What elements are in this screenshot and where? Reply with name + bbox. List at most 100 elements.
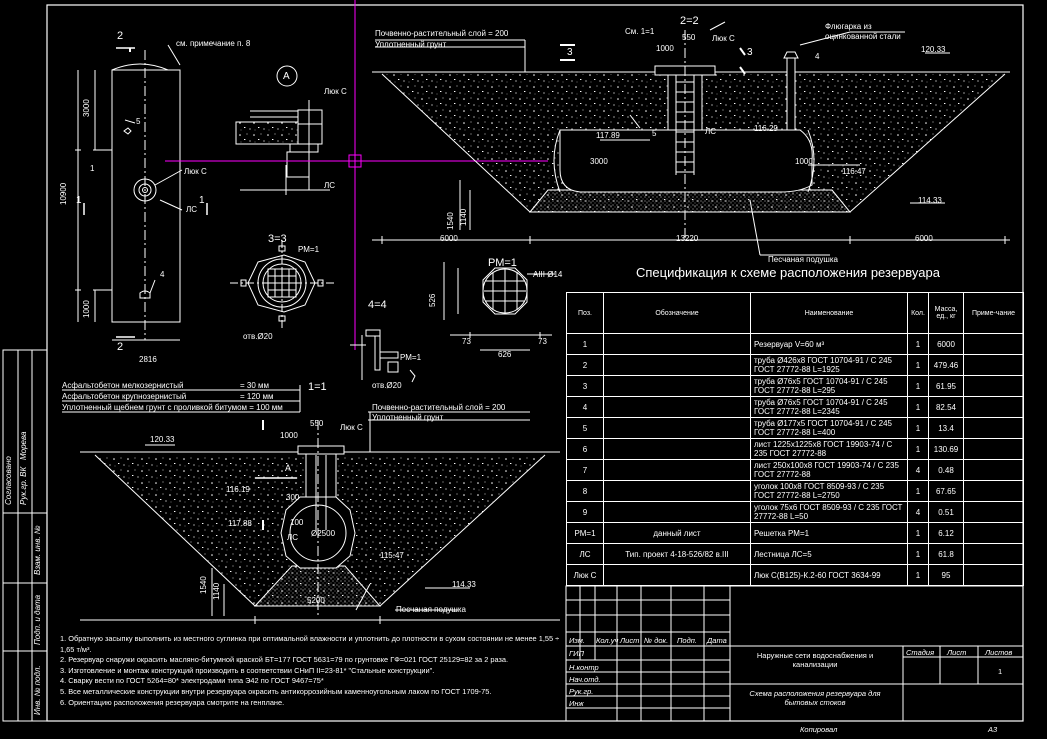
spec-cell-name: труба Ø76x5 ГОСТ 10704-91 / С 245 ГОСТ 2… xyxy=(750,396,908,418)
spec-cell-pos: 4 xyxy=(566,396,604,418)
dim-73-right: 73 xyxy=(538,337,547,346)
section-3-3 xyxy=(230,240,335,330)
spec-cell-note xyxy=(963,417,1024,439)
sand-label-22: Песчаная подушка xyxy=(768,255,838,264)
spec-cell-name: Люк С(В125)-К.2-60 ГОСТ 3634-99 xyxy=(750,564,908,586)
spec-cell-mass: 0.51 xyxy=(928,501,964,523)
section-4-4 xyxy=(350,329,416,383)
level-11629: 116.29 xyxy=(754,124,778,133)
dim-100-11: 100 xyxy=(290,518,304,527)
node-a-label: А xyxy=(283,71,290,82)
spec-row: 4 труба Ø76x5 ГОСТ 10704-91 / С 245 ГОСТ … xyxy=(566,396,1024,418)
spec-cell-mass: 82.54 xyxy=(928,396,964,418)
role-nachotd: Нач.отд. xyxy=(569,675,601,684)
ls-plan: ЛС xyxy=(186,205,198,214)
layer-1-val: = 30 мм xyxy=(240,381,270,390)
pm1-title: РМ=1 xyxy=(488,257,517,269)
stamp-col-4: Подп. xyxy=(677,636,697,645)
layer-1: Асфальтобетон мелкозернистый xyxy=(62,381,184,390)
stamp-col-0: Изм. xyxy=(569,636,585,645)
role-gip: ГИП xyxy=(569,649,584,658)
dim-1140-11: 1140 xyxy=(212,582,221,600)
dim-1540: 1540 xyxy=(446,212,455,230)
spec-cell-code xyxy=(603,459,751,481)
spec-cell-note xyxy=(963,480,1024,502)
pos-5-22: 5 xyxy=(652,129,657,138)
hatch-c-22: Люк С xyxy=(712,34,735,43)
dim-1140: 1140 xyxy=(459,208,468,226)
section-2-2 xyxy=(372,21,1010,256)
spec-cell-name: труба Ø76x5 ГОСТ 10704-91 / С 245 ГОСТ 2… xyxy=(750,375,908,397)
spec-cell-mass: 13.4 xyxy=(928,417,964,439)
stamp-sheet: Лист xyxy=(947,648,967,657)
spec-cell-qty: 1 xyxy=(907,543,929,565)
spec-cell-name: труба Ø177x5 ГОСТ 10704-91 / С 245 ГОСТ … xyxy=(750,417,908,439)
pos-4-label: 4 xyxy=(160,270,165,279)
section-1-1 xyxy=(80,411,560,624)
spec-cell-qty: 1 xyxy=(907,375,929,397)
spec-title: Спецификация к схеме расположения резерв… xyxy=(636,265,940,280)
spec-cell-mass: 95 xyxy=(928,564,964,586)
side-rukgr: Рук.гр. ВК xyxy=(19,466,28,505)
spec-cell-pos: 9 xyxy=(566,501,604,523)
flugarka-1: Флюгарка из xyxy=(825,22,872,31)
dim-3000-22: 3000 xyxy=(590,157,608,166)
rm1-44: РМ=1 xyxy=(400,353,422,362)
hole-20-33: отв.Ø20 xyxy=(243,332,273,341)
hatch-c-node: Люк С xyxy=(324,87,347,96)
layer-3: Уплотненный щебнем грунт с проливкой бит… xyxy=(62,403,283,412)
level-11788: 117.88 xyxy=(228,519,252,528)
spec-cell-code xyxy=(603,354,751,376)
pos-5-label: 5 xyxy=(136,117,141,126)
dim-626: 626 xyxy=(498,350,512,359)
spec-cell-pos: 8 xyxy=(566,480,604,502)
node-a-11: А xyxy=(285,463,292,473)
stamp-sheets: Листов xyxy=(985,648,1013,657)
stamp-sheets-val: 1 xyxy=(998,667,1003,676)
role-nkontr: Н.контр xyxy=(569,663,599,672)
spec-cell-code xyxy=(603,333,751,355)
mark-1-right: 1 xyxy=(199,195,205,206)
side-stamp xyxy=(2,349,48,722)
spec-cell-code xyxy=(603,501,751,523)
side-agreed: Согласовано xyxy=(4,456,13,505)
spec-cell-name: лист 1225x1225x8 ГОСТ 19903-74 / С 235 Г… xyxy=(750,438,908,460)
note-item: 6. Ориентацию расположения резервуара см… xyxy=(60,697,285,707)
stamp-drawing: Схема расположения резервуара для бытовы… xyxy=(749,689,881,707)
note-item: 1. Обратную засыпку выполнить из местног… xyxy=(60,634,560,654)
spec-cell-qty: 1 xyxy=(907,396,929,418)
note-ref-label: см. примечание п. 8 xyxy=(176,39,251,48)
spec-cell-note xyxy=(963,522,1024,544)
spec-cell-pos: 3 xyxy=(566,375,604,397)
pos-4-22: 4 xyxy=(815,52,820,61)
spec-cell-qty: 4 xyxy=(907,459,929,481)
flugarka-2: оцинкованной стали xyxy=(825,32,901,41)
section-44-title: 4=4 xyxy=(368,299,387,311)
note-item: 5. Все металлические конструкции внутри … xyxy=(60,686,492,696)
level-11547: 115.47 xyxy=(380,551,404,560)
level-11619: 116.19 xyxy=(226,485,250,494)
stamp-col-5: Дата xyxy=(707,636,727,645)
spec-cell-note xyxy=(963,501,1024,523)
dim-1000-11: 1000 xyxy=(280,431,298,440)
rm1-33: РМ=1 xyxy=(298,245,320,254)
spec-cell-pos: РМ=1 xyxy=(566,522,604,544)
spec-cell-code: Тип. проект 4-18-526/82 в.III xyxy=(603,543,751,565)
sand-label-11: Песчаная подушка xyxy=(396,605,466,614)
plan-view xyxy=(75,44,208,341)
spec-cell-pos: 7 xyxy=(566,459,604,481)
dim-6000-right: 6000 xyxy=(915,234,933,243)
note-item: 2. Резервуар снаружи окрасить масляно-би… xyxy=(60,655,509,665)
dim-3000: 3000 xyxy=(82,99,91,117)
level-12033-11: 120.33 xyxy=(150,435,175,444)
spec-cell-name: труба Ø426x8 ГОСТ 10704-91 / С 245 ГОСТ … xyxy=(750,354,908,376)
dim-526: 526 xyxy=(428,293,437,307)
mark-1-left: 1 xyxy=(76,195,82,206)
